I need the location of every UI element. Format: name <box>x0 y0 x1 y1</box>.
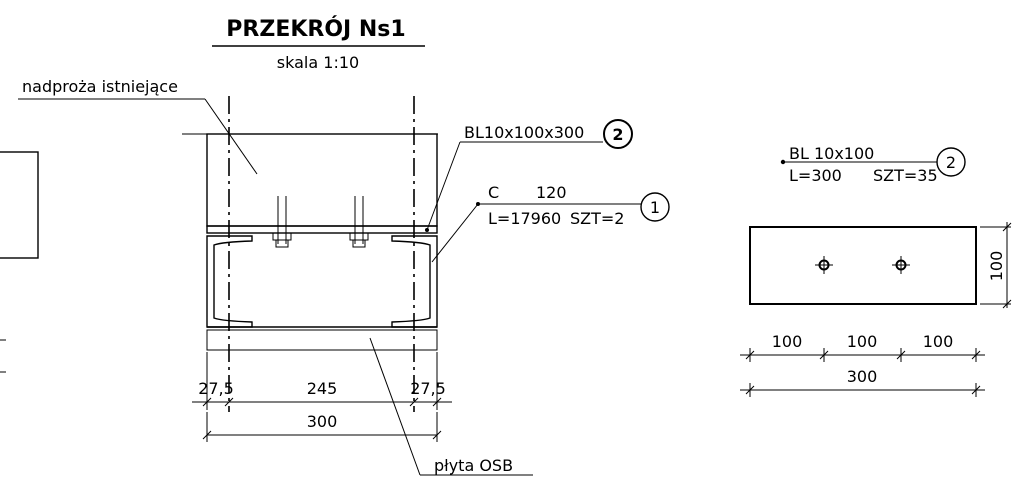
section-title: PRZEKRÓJ Ns1 <box>226 16 405 42</box>
plate-spacing-1: 100 <box>772 332 803 351</box>
plate-spacing-dimension: 100 100 100 <box>740 332 985 362</box>
plate-detail-callout: BL 10x100 L=300 SZT=35 2 <box>780 144 966 185</box>
channel-right <box>391 235 438 328</box>
left-partial-section <box>0 151 39 373</box>
existing-lintel-label: nadproża istniejące <box>22 77 178 96</box>
channel-callout-circle <box>640 192 670 222</box>
channel-profile: C <box>488 183 499 202</box>
plate-height-value: 100 <box>987 251 1006 282</box>
channel-length: L=17960 <box>488 209 561 228</box>
plate-callout-circle <box>603 119 633 149</box>
osb-callout: płyta OSB <box>369 337 533 476</box>
plate-callout: BL10x100x300 2 <box>425 119 633 232</box>
channel-left <box>206 235 253 328</box>
channel-size: 120 <box>536 183 567 202</box>
dim-right-edge: 27,5 <box>410 379 446 398</box>
bolt-left <box>272 196 292 248</box>
plate-spacing-2: 100 <box>847 332 878 351</box>
channel-callout: C 120 L=17960 SZT=2 1 <box>431 183 670 263</box>
dim-left-edge: 27,5 <box>198 379 234 398</box>
plate-hole-right <box>892 256 910 274</box>
plate-detail-callout-number: 2 <box>946 153 956 172</box>
dim-total: 300 <box>307 412 338 431</box>
steel-plate <box>206 225 438 234</box>
plate-total-dimension: 300 <box>740 367 985 397</box>
plate-callout-number: 2 <box>612 125 623 144</box>
channel-callout-number: 1 <box>650 198 660 217</box>
existing-lintel-callout: nadproża istniejące <box>18 77 258 175</box>
plate-designation: BL10x100x300 <box>464 123 584 142</box>
plate-detail-quantity: SZT=35 <box>873 166 938 185</box>
plate-height-dimension: 100 <box>980 222 1012 309</box>
channel-quantity: SZT=2 <box>570 209 624 228</box>
section-scale: skala 1:10 <box>277 53 359 72</box>
bolt-right <box>349 196 369 248</box>
plate-hole-left <box>815 256 833 274</box>
plate-total-value: 300 <box>847 367 878 386</box>
dim-middle: 245 <box>307 379 338 398</box>
section-dimension-chain: 27,5 245 27,5 <box>192 352 452 410</box>
plate-detail-outline <box>749 226 977 305</box>
plate-detail-callout-circle <box>936 147 966 177</box>
existing-lintel-block <box>206 133 438 227</box>
plate-spacing-3: 100 <box>923 332 954 351</box>
plate-detail-length: L=300 <box>789 166 842 185</box>
osb-board <box>206 329 438 351</box>
section-dimension-total: 300 <box>202 412 442 442</box>
plate-detail-designation: BL 10x100 <box>789 144 874 163</box>
osb-label: płyta OSB <box>434 456 513 475</box>
